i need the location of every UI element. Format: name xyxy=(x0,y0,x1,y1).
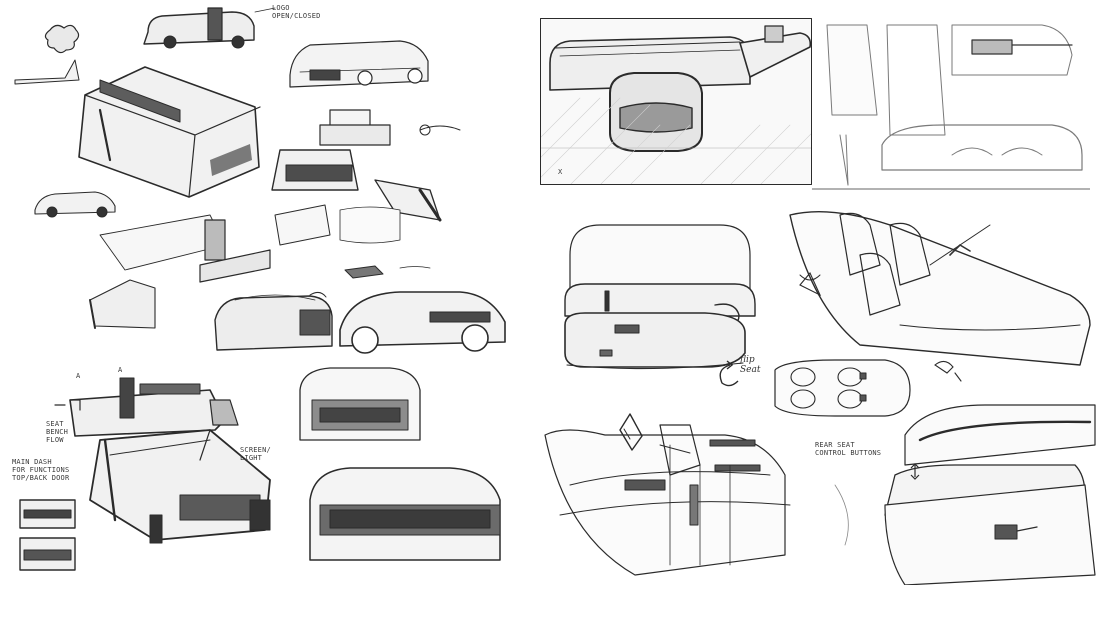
flip-arrow-icon xyxy=(719,360,739,387)
flip-seat-note: flip Seat xyxy=(740,355,761,375)
dashboard-closeup-sketch: x xyxy=(540,18,812,185)
flip-seat-sketch: flip Seat xyxy=(555,215,770,390)
rear-seat-control-sketch: REAR SEAT CONTROL BUTTONS xyxy=(805,395,1100,585)
dashboard-closeup-drawing xyxy=(540,18,812,185)
exterior-sketch-drawing xyxy=(14,7,506,354)
logo-note: LOGO OPEN/CLOSED xyxy=(272,4,321,20)
rear-seat-control-drawing xyxy=(834,404,1096,585)
flip-seat-drawing xyxy=(564,224,756,387)
dashboard-sketch-drawing xyxy=(19,367,501,571)
screen-light-note: SCREEN/ LIGHT xyxy=(240,446,271,462)
letter-a1: A xyxy=(76,372,81,380)
seating-layout-sketch xyxy=(812,5,1090,195)
interior-perspective-drawing xyxy=(789,210,1091,366)
accessory-drawing xyxy=(799,271,962,382)
seating-layout-drawing xyxy=(812,24,1090,190)
plan-view-sketch xyxy=(765,355,915,420)
interior-perspective-sketch xyxy=(780,195,1100,370)
grip-note: x xyxy=(558,168,563,176)
cabin-interior-drawing xyxy=(544,413,791,576)
dashboard-sketch-sheet: A A SEAT BENCH FLOW MAIN DASH FOR FUNCTI… xyxy=(10,360,520,585)
control-arrow-icon xyxy=(910,463,920,480)
cabin-interior-sketch xyxy=(540,405,802,583)
rear-seat-note: REAR SEAT CONTROL BUTTONS xyxy=(815,441,882,457)
letter-a2: A xyxy=(118,366,123,374)
accessory-sketches xyxy=(795,265,975,385)
seat-note: SEAT BENCH FLOW xyxy=(46,420,69,444)
exterior-sketch-sheet: LOGO OPEN/CLOSED xyxy=(10,0,510,365)
plan-view-drawing xyxy=(774,359,911,417)
main-dash-note: MAIN DASH FOR FUNCTIONS TOP/BACK DOOR xyxy=(12,458,70,482)
